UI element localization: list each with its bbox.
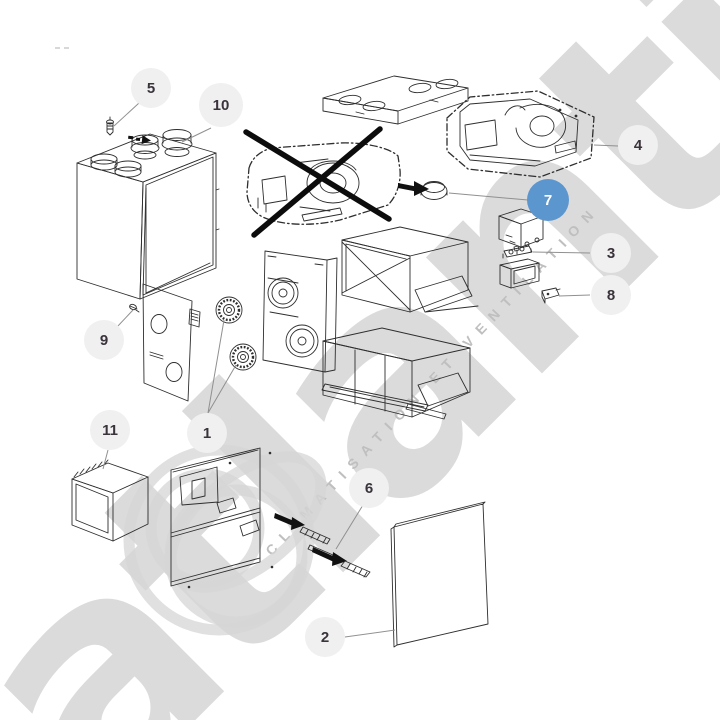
leader-9 <box>116 309 134 328</box>
callout-2[interactable]: 2 <box>305 617 345 657</box>
electronics-box-11 <box>71 459 149 542</box>
cabinet-drawing <box>76 133 220 300</box>
leader-8 <box>558 294 591 297</box>
switch-part-8 <box>541 287 561 304</box>
callout-3[interactable]: 3 <box>591 233 631 273</box>
leader-5 <box>113 102 140 127</box>
roof-spigots <box>90 129 193 178</box>
watermark-rings-icon <box>123 444 327 636</box>
spigot <box>161 129 193 157</box>
crossed-out-module <box>243 126 401 238</box>
direction-arrow-icon <box>128 135 151 145</box>
callout-5[interactable]: 5 <box>131 68 171 108</box>
inner-door-drawing <box>170 447 274 589</box>
spigot <box>114 160 142 178</box>
fan-module-4-drawing <box>446 90 595 178</box>
callout-11[interactable]: 11 <box>90 410 130 450</box>
base-rail-drawing <box>321 383 447 420</box>
callout-10[interactable]: 10 <box>199 83 243 127</box>
callout-8[interactable]: 8 <box>591 275 631 315</box>
leader-6 <box>335 504 364 550</box>
leader-3 <box>532 251 591 254</box>
outer-door-part-2 <box>390 501 489 648</box>
callout-7[interactable]: 7 <box>527 179 569 221</box>
front-panel-drawing <box>142 283 201 402</box>
leader-1 <box>207 319 237 414</box>
pcb-part-3 <box>503 245 533 258</box>
leader-2 <box>344 629 396 638</box>
mounting-bracket-drawing <box>499 248 540 289</box>
cross-out-x-icon <box>243 126 392 238</box>
leader-4 <box>593 144 619 147</box>
lower-exchanger-block <box>322 327 471 418</box>
callout-6[interactable]: 6 <box>349 468 389 508</box>
callout-9[interactable]: 9 <box>84 320 124 360</box>
insert-arrow-icon <box>398 181 429 196</box>
upper-exchanger-block <box>341 226 479 313</box>
spigot <box>90 153 118 171</box>
knob-part-1b <box>229 343 257 371</box>
screw-part-5 <box>106 116 114 136</box>
filter-part-6-upper <box>274 513 331 545</box>
leader-lines <box>102 102 619 638</box>
knob-part-1a <box>215 296 243 324</box>
leader-10 <box>181 127 212 143</box>
callout-1[interactable]: 1 <box>187 413 227 453</box>
leader-11 <box>102 449 109 470</box>
callout-4[interactable]: 4 <box>618 125 658 165</box>
top-cover-drawing <box>322 75 469 125</box>
leader-7 <box>448 192 529 201</box>
filter-part-6-lower <box>307 544 371 578</box>
fan-wall-drawing <box>262 250 338 373</box>
screw-part-9 <box>129 303 140 313</box>
